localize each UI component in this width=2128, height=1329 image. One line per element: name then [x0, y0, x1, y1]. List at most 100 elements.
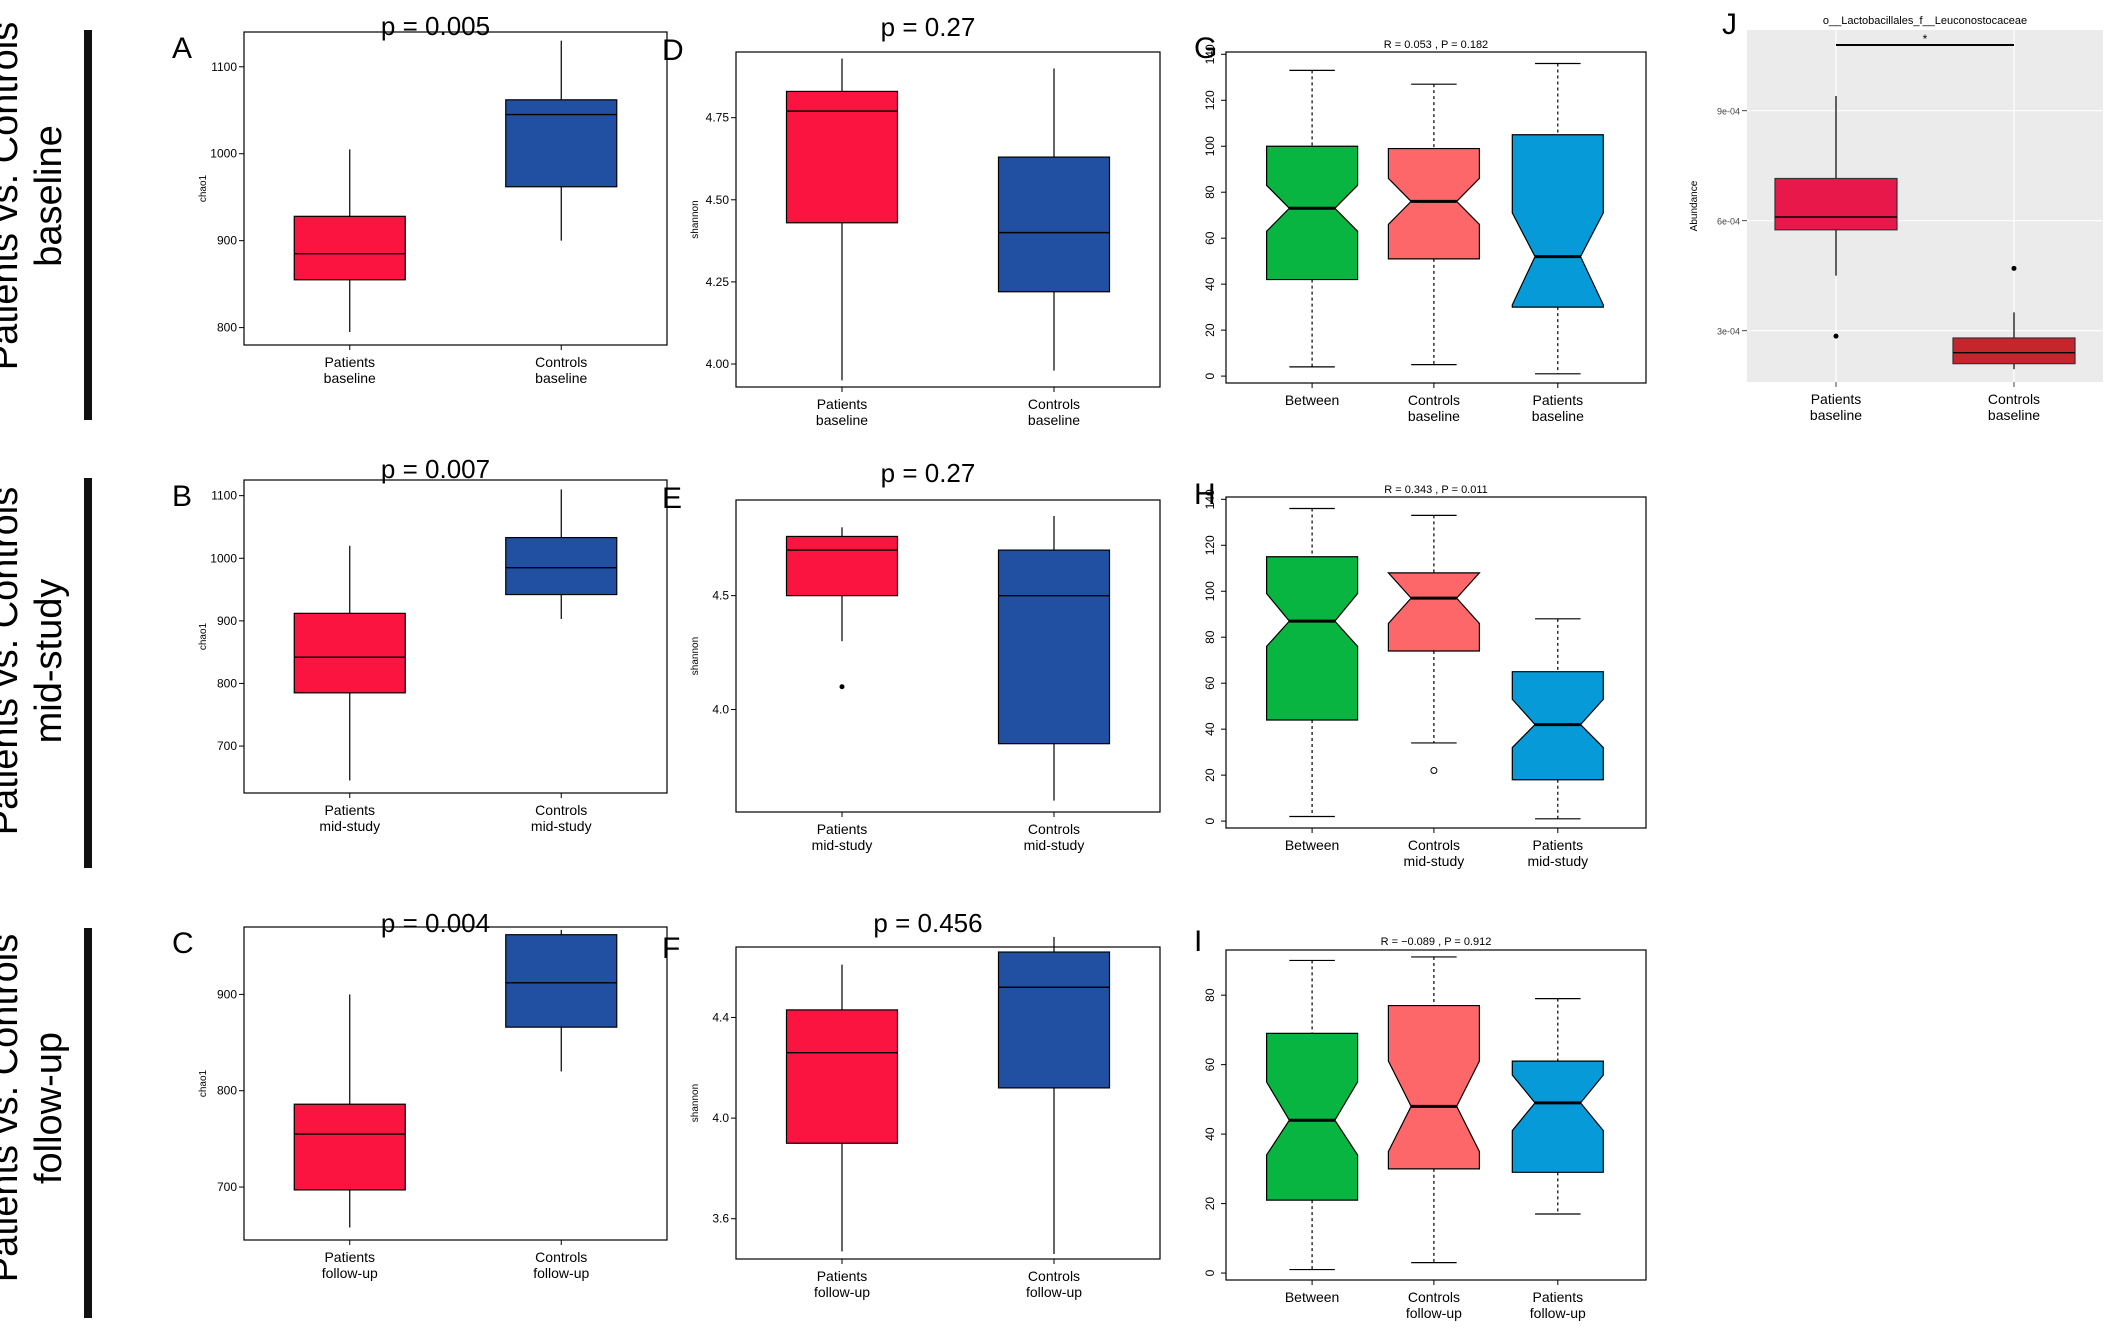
- panel-letter: B: [172, 480, 192, 513]
- y-tick-label: 60: [1203, 676, 1217, 690]
- y-axis-label: Abundance: [1689, 180, 1700, 231]
- box-body: [1265, 1032, 1359, 1201]
- outlier-point: [1833, 333, 1839, 339]
- box-body: [505, 536, 618, 596]
- x-category-label: Between: [1285, 837, 1339, 853]
- x-category-label: Patients: [817, 1268, 868, 1284]
- x-category-label: follow-up: [1026, 1284, 1082, 1300]
- box-2: [997, 68, 1111, 371]
- x-category-label: mid-study: [319, 818, 380, 834]
- box-body: [1774, 177, 1898, 231]
- box-body: [1387, 572, 1481, 652]
- plot-frame: [735, 946, 1161, 1260]
- x-category-label: Patients: [1533, 392, 1584, 408]
- box-body: [505, 934, 618, 1028]
- panel-letter: D: [662, 34, 684, 67]
- box-body: [505, 99, 618, 188]
- box-body: [785, 90, 899, 224]
- y-axis-label: chao1: [198, 1069, 209, 1097]
- y-tick-label: 100: [1203, 136, 1217, 156]
- y-tick-label: 60: [1203, 231, 1217, 245]
- y-tick-label: 4.75: [706, 111, 730, 125]
- x-category-label: baseline: [1532, 408, 1584, 424]
- chart-title: p = 0.005: [381, 11, 490, 41]
- x-category-label: Patients: [817, 396, 868, 412]
- y-tick-label: 9e-04: [1717, 107, 1740, 117]
- x-category-label: baseline: [1028, 412, 1080, 428]
- box-2: [505, 929, 618, 1072]
- plot-frame: [243, 926, 668, 1241]
- box-body: [785, 1009, 899, 1144]
- y-tick-label: 1100: [211, 489, 237, 503]
- x-category-label: follow-up: [533, 1265, 589, 1281]
- box-2: [1387, 83, 1481, 366]
- y-tick-label: 3e-04: [1717, 327, 1740, 337]
- panel-letter: J: [1722, 8, 1737, 41]
- plot-frame: [243, 31, 668, 346]
- box-body: [785, 535, 899, 597]
- y-tick-label: 20: [1203, 1197, 1217, 1211]
- panel-letter: A: [172, 32, 192, 65]
- panel-letter: I: [1194, 925, 1202, 958]
- panel-letter: E: [662, 482, 682, 515]
- significance-label: *: [1923, 32, 1928, 46]
- y-axis-label: chao1: [198, 174, 209, 202]
- y-tick-label: 1000: [210, 147, 237, 161]
- box-2: [1387, 514, 1481, 775]
- y-tick-label: 4.25: [706, 275, 730, 289]
- box-3: [1511, 998, 1604, 1215]
- x-category-label: Patients: [324, 802, 375, 818]
- x-category-label: Patients: [1533, 1289, 1584, 1305]
- y-tick-label: 80: [1203, 988, 1217, 1002]
- panel-letter: H: [1194, 478, 1216, 511]
- x-category-label: mid-study: [531, 818, 592, 834]
- y-tick-label: 120: [1203, 535, 1217, 555]
- box-body: [293, 1103, 406, 1191]
- x-category-label: follow-up: [814, 1284, 870, 1300]
- y-tick-label: 40: [1203, 277, 1217, 291]
- y-tick-label: 80: [1203, 630, 1217, 644]
- box-body: [997, 549, 1111, 745]
- y-tick-label: 4.0: [712, 703, 729, 717]
- y-tick-label: 3.6: [712, 1212, 729, 1226]
- box-body: [1265, 556, 1359, 721]
- x-category-label: Controls: [1028, 396, 1080, 412]
- box-1: [785, 58, 899, 381]
- plot-frame: [735, 51, 1161, 388]
- panel-d: Dp = 0.274.004.254.504.75shannonPatients…: [662, 12, 1161, 428]
- box-1: [785, 527, 899, 690]
- y-tick-label: 140: [1203, 44, 1217, 64]
- x-category-label: Between: [1285, 1289, 1339, 1305]
- x-category-label: Controls: [535, 802, 587, 818]
- y-tick-label: 20: [1203, 323, 1217, 337]
- plot-frame: [1225, 949, 1647, 1281]
- box-body: [997, 951, 1111, 1089]
- y-tick-label: 900: [217, 614, 237, 628]
- x-category-label: baseline: [535, 370, 587, 386]
- x-category-label: baseline: [324, 370, 376, 386]
- box-body: [293, 215, 406, 281]
- box-1: [293, 545, 406, 781]
- box-body: [293, 612, 406, 694]
- y-tick-label: 900: [217, 234, 237, 248]
- y-axis-label: shannon: [690, 200, 701, 238]
- chart-title: p = 0.27: [881, 458, 976, 488]
- x-category-label: baseline: [816, 412, 868, 428]
- box-body: [997, 156, 1111, 293]
- outlier-point: [1430, 767, 1438, 775]
- y-tick-label: 40: [1203, 1127, 1217, 1141]
- x-category-label: Controls: [1988, 391, 2040, 407]
- x-category-label: follow-up: [322, 1265, 378, 1281]
- y-tick-label: 4.5: [712, 589, 729, 603]
- plot-frame: [243, 479, 668, 794]
- y-axis-label: shannon: [690, 1084, 701, 1122]
- box-1: [1774, 96, 1898, 339]
- chart-title: R = 0.343 , P = 0.011: [1384, 484, 1488, 496]
- y-tick-label: 4.4: [712, 1010, 729, 1024]
- chart-title: p = 0.456: [873, 908, 982, 938]
- chart-title: p = 0.004: [381, 908, 490, 938]
